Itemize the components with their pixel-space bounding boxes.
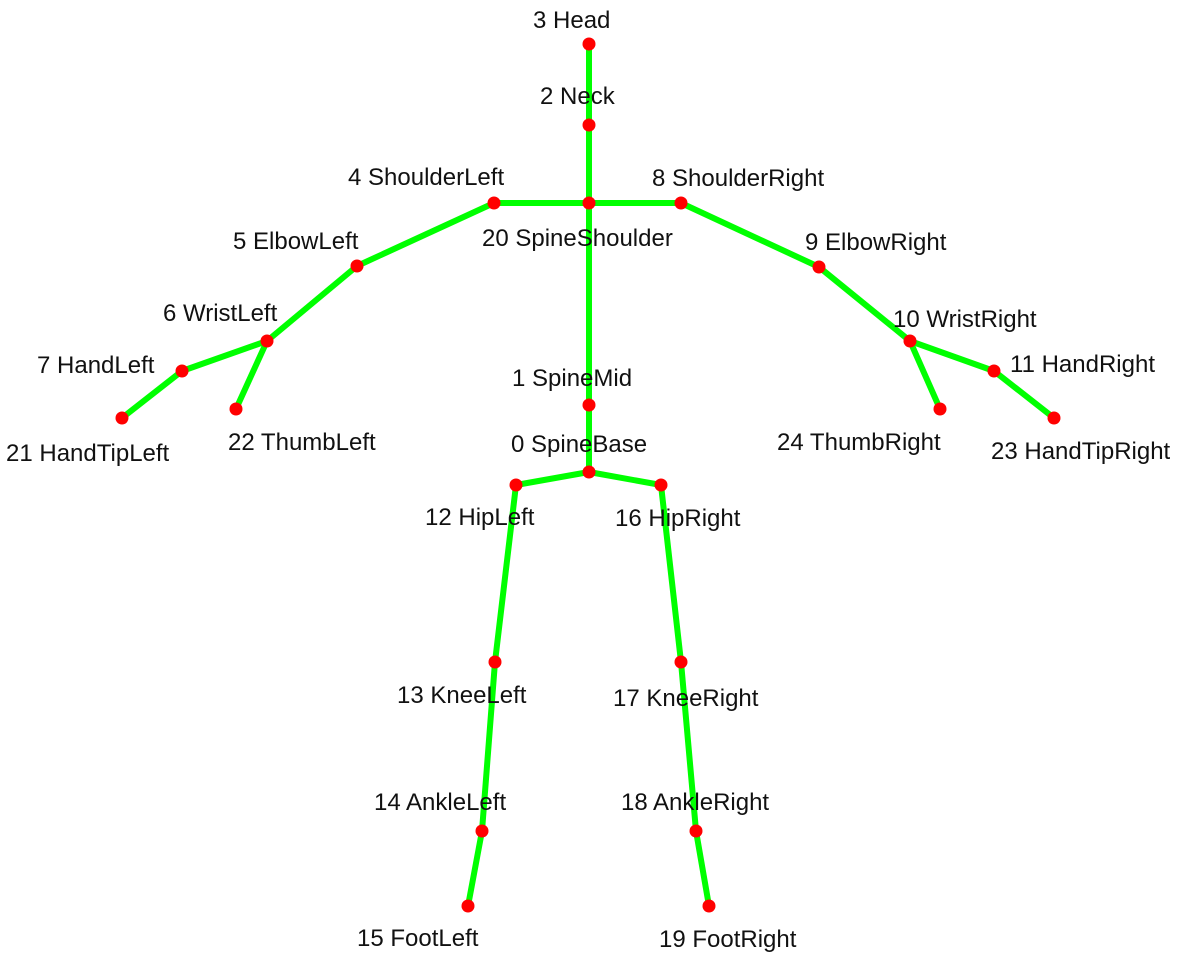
- joint-label-shoulder-right: 8 ShoulderRight: [652, 165, 824, 192]
- bone-wrist-left-to-hand-left: [179, 338, 270, 374]
- bone-hip-right-to-knee-right: [658, 482, 684, 665]
- bone-wrist-right-to-thumb-right: [907, 338, 943, 412]
- joint-label-spine-shoulder: 20 SpineShoulder: [482, 225, 673, 252]
- joint-label-knee-right: 17 KneeRight: [613, 685, 759, 712]
- joint-hand-right: [987, 364, 1001, 378]
- joint-spine-base: [582, 465, 596, 479]
- joint-head: [582, 37, 596, 51]
- joint-label-ankle-left: 14 AnkleLeft: [374, 789, 506, 816]
- joint-thumb-left: [229, 402, 243, 416]
- joint-label-foot-right: 19 FootRight: [659, 926, 797, 953]
- joint-hand-tip-right: [1047, 411, 1061, 425]
- joint-wrist-left: [260, 334, 274, 348]
- joint-label-foot-left: 15 FootLeft: [357, 925, 479, 952]
- joint-hand-tip-left: [115, 411, 129, 425]
- bone-ankle-right-to-foot-right: [693, 828, 712, 909]
- bone-hand-right-to-hand-tip-right: [991, 368, 1057, 421]
- bone-shoulder-right-to-elbow-right: [678, 200, 822, 270]
- bone-wrist-right-to-hand-right: [907, 338, 997, 374]
- joint-label-hand-tip-left: 21 HandTipLeft: [6, 440, 170, 467]
- joint-neck: [582, 118, 596, 132]
- joint-label-elbow-right: 9 ElbowRight: [805, 229, 947, 256]
- bone-spine-base-to-hip-right: [586, 469, 664, 488]
- joint-label-shoulder-left: 4 ShoulderLeft: [348, 164, 504, 191]
- bone-spine-base-to-hip-left: [513, 469, 592, 488]
- joint-spine-mid: [582, 398, 596, 412]
- joint-foot-right: [702, 899, 716, 913]
- joint-shoulder-left: [487, 196, 501, 210]
- bone-ankle-left-to-foot-left: [465, 828, 485, 909]
- joint-foot-left: [461, 899, 475, 913]
- joint-label-thumb-right: 24 ThumbRight: [777, 429, 941, 456]
- joint-label-neck: 2 Neck: [540, 83, 616, 110]
- joint-elbow-left: [350, 259, 364, 273]
- bone-hip-left-to-knee-left: [492, 482, 519, 665]
- joint-hip-right: [654, 478, 668, 492]
- bone-knee-left-to-ankle-left: [479, 659, 498, 834]
- joint-label-knee-left: 13 KneeLeft: [397, 682, 527, 709]
- joint-label-hand-tip-right: 23 HandTipRight: [991, 438, 1171, 465]
- joint-ankle-left: [475, 824, 489, 838]
- joint-label-hand-right: 11 HandRight: [1010, 351, 1155, 378]
- bone-knee-right-to-ankle-right: [678, 659, 699, 834]
- joint-hand-left: [175, 364, 189, 378]
- joint-label-hip-right: 16 HipRight: [615, 505, 741, 532]
- joint-hip-left: [509, 478, 523, 492]
- bone-hand-left-to-hand-tip-left: [119, 368, 185, 421]
- joint-label-thumb-left: 22 ThumbLeft: [228, 429, 376, 456]
- joint-elbow-right: [812, 260, 826, 274]
- joint-label-hand-left: 7 HandLeft: [37, 352, 155, 379]
- joint-wrist-right: [903, 334, 917, 348]
- joint-label-elbow-left: 5 ElbowLeft: [233, 228, 359, 255]
- bone-elbow-right-to-wrist-right: [816, 264, 913, 344]
- labels-layer: 0 SpineBase 1 SpineMid 2 Neck 3 Head 4 Shoul…: [6, 7, 1171, 953]
- joint-shoulder-right: [674, 196, 688, 210]
- joint-label-head: 3 Head: [533, 7, 610, 34]
- joint-knee-right: [674, 655, 688, 669]
- joint-thumb-right: [933, 402, 947, 416]
- joint-label-ankle-right: 18 AnkleRight: [621, 789, 769, 816]
- bone-wrist-left-to-thumb-left: [233, 338, 270, 412]
- joint-ankle-right: [689, 824, 703, 838]
- bone-elbow-left-to-wrist-left: [264, 263, 360, 344]
- joints-layer: [115, 37, 1061, 913]
- joint-label-spine-mid: 1 SpineMid: [512, 365, 632, 392]
- joint-label-wrist-right: 10 WristRight: [893, 306, 1037, 333]
- bone-shoulder-left-to-elbow-left: [354, 200, 497, 269]
- joint-spine-shoulder: [582, 196, 596, 210]
- joint-knee-left: [488, 655, 502, 669]
- joint-label-wrist-left: 6 WristLeft: [163, 300, 278, 327]
- joint-label-spine-base: 0 SpineBase: [511, 431, 647, 458]
- bones-layer: [119, 41, 1057, 909]
- joint-label-hip-left: 12 HipLeft: [425, 504, 535, 531]
